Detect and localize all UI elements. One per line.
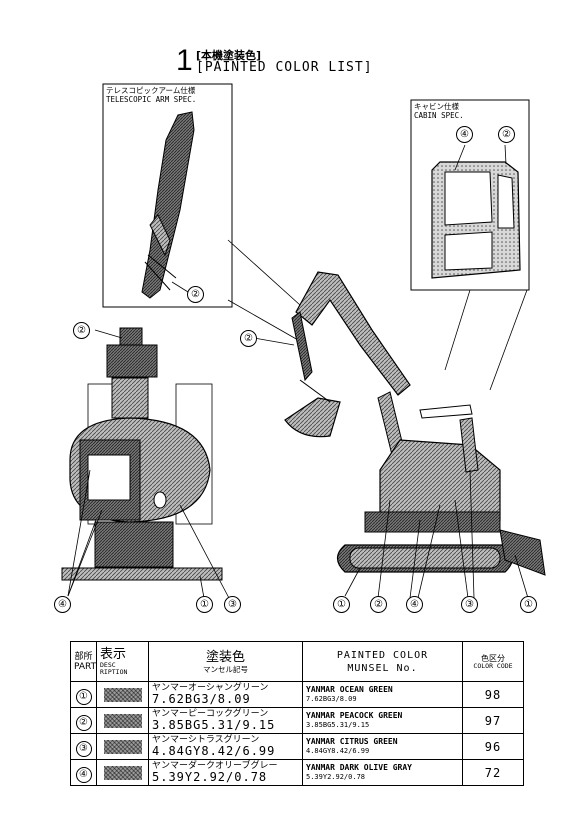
row-jp-cell: ヤンマーダークオリーブグレー 5.39Y2.92/0.78 xyxy=(148,759,303,786)
color-code: 98 xyxy=(462,681,524,708)
color-swatch xyxy=(103,765,142,780)
cabin-illustration xyxy=(431,144,521,279)
front-view-illustration xyxy=(61,327,231,601)
telescopic-arm-illustration xyxy=(141,111,195,299)
table-row: ④ ヤンマーダークオリーブグレー 5.39Y2.92/0.78 YANMAR D… xyxy=(70,759,524,786)
row-en-cell: YANMAR OCEAN GREEN 7.62BG3/8.09 xyxy=(302,681,463,708)
munsell-value: 5.39Y2.92/0.78 xyxy=(152,770,268,784)
row-part-cell: ② xyxy=(70,707,97,734)
title-japanese: [本機塗装色] xyxy=(196,49,262,62)
munsell-value: 4.84GY8.42/6.99 xyxy=(152,744,276,758)
callout-cabin-4: ④ xyxy=(456,126,473,143)
callout-side-3: ③ xyxy=(461,596,478,613)
header-desc-en: DESC RIPTION xyxy=(100,660,128,676)
header-code-en: COLOR CODE xyxy=(473,661,513,670)
row-part-cell: ④ xyxy=(70,759,97,786)
title-english: [PAINTED COLOR LIST] xyxy=(196,60,373,75)
header-part-en: PART xyxy=(74,661,97,672)
callout-front-1: ① xyxy=(196,596,213,613)
callout-front-3: ③ xyxy=(224,596,241,613)
munsell-value-en: 4.84GY8.42/6.99 xyxy=(306,747,370,755)
color-name-en: YANMAR CITRUS GREEN xyxy=(306,737,398,746)
row-part-cell: ③ xyxy=(70,733,97,760)
excavator-drawing xyxy=(61,83,546,601)
munsell-value-en: 7.62BG3/8.09 xyxy=(306,695,357,703)
row-jp-cell: ヤンマーピーコックグリーン 3.85BG5.31/9.15 xyxy=(148,707,303,734)
color-name-jp: ヤンマーオーシャングリーン xyxy=(152,683,269,693)
color-swatch xyxy=(103,739,142,754)
color-name-en: YANMAR PEACOCK GREEN xyxy=(306,711,403,720)
munsell-value-en: 3.85BG5.31/9.15 xyxy=(306,721,370,729)
callout-side-2-top: ② xyxy=(240,330,257,347)
side-view-illustration xyxy=(253,271,546,599)
header-desc-jp: 表示 xyxy=(100,646,127,662)
header-munsell-en: MUNSEL No. xyxy=(347,662,418,674)
color-code: 96 xyxy=(462,733,524,760)
header-part: 部所 PART xyxy=(70,641,97,682)
color-name-en: YANMAR DARK OLIVE GRAY xyxy=(306,763,412,772)
munsell-value-en: 5.39Y2.92/0.78 xyxy=(306,773,366,781)
callout-side-1: ① xyxy=(333,596,350,613)
header-part-jp: 部所 xyxy=(74,651,93,662)
header-code-jp: 色区分 xyxy=(481,653,505,663)
telescopic-label-jp: テレスコピックアーム仕様 xyxy=(106,86,196,95)
painted-color-table: 部所 PART 表示 DESC RIPTION 塗装色 マンセル記号 PAINT… xyxy=(70,641,524,786)
row-en-cell: YANMAR DARK OLIVE GRAY 5.39Y2.92/0.78 xyxy=(302,759,463,786)
row-part-cell: ① xyxy=(70,681,97,708)
callout-telescopic-2: ② xyxy=(187,286,204,303)
table-row: ③ ヤンマーシトラスグリーン 4.84GY8.42/6.99 YANMAR CI… xyxy=(70,733,524,760)
row-swatch-cell xyxy=(96,759,149,786)
row-en-cell: YANMAR PEACOCK GREEN 3.85BG5.31/9.15 xyxy=(302,707,463,734)
callout-side-4: ④ xyxy=(406,596,423,613)
table-row: ① ヤンマーオーシャングリーン 7.62BG3/8.09 YANMAR OCEA… xyxy=(70,681,524,708)
callout-cabin-2: ② xyxy=(498,126,515,143)
color-swatch xyxy=(103,713,142,728)
callout-side-1-right: ① xyxy=(520,596,537,613)
cabin-label-en: CABIN SPEC. xyxy=(414,111,464,120)
color-name-jp: ヤンマーダークオリーブグレー xyxy=(152,761,278,771)
row-swatch-cell xyxy=(96,707,149,734)
table-header-row: 部所 PART 表示 DESC RIPTION 塗装色 マンセル記号 PAINT… xyxy=(70,641,524,682)
header-painted-en-main: PAINTED COLOR xyxy=(336,649,429,661)
part-marker: ④ xyxy=(75,767,92,783)
header-painted-jp: 塗装色 マンセル記号 xyxy=(148,641,303,682)
telescopic-label-en: TELESCOPIC ARM SPEC. xyxy=(106,95,197,104)
color-name-jp: ヤンマーシトラスグリーン xyxy=(152,735,260,745)
row-jp-cell: ヤンマーシトラスグリーン 4.84GY8.42/6.99 xyxy=(148,733,303,760)
color-code: 72 xyxy=(462,759,524,786)
row-en-cell: YANMAR CITRUS GREEN 4.84GY8.42/6.99 xyxy=(302,733,463,760)
cabin-label: キャビン仕様 CABIN SPEC. xyxy=(414,102,464,120)
row-swatch-cell xyxy=(96,681,149,708)
header-painted-en: PAINTED COLOR MUNSEL No. xyxy=(302,641,463,682)
telescopic-label: テレスコピックアーム仕様 TELESCOPIC ARM SPEC. xyxy=(106,86,196,104)
callout-side-2: ② xyxy=(370,596,387,613)
munsell-value: 7.62BG3/8.09 xyxy=(152,692,251,706)
part-marker: ② xyxy=(75,715,92,731)
header-painted-jp-main: 塗装色 xyxy=(205,649,245,665)
table-row: ② ヤンマーピーコックグリーン 3.85BG5.31/9.15 YANMAR P… xyxy=(70,707,524,734)
header-description: 表示 DESC RIPTION xyxy=(96,641,149,682)
color-code: 97 xyxy=(462,707,524,734)
color-name-en: YANMAR OCEAN GREEN xyxy=(306,685,393,694)
cabin-label-jp: キャビン仕様 xyxy=(414,102,459,111)
munsell-value: 3.85BG5.31/9.15 xyxy=(152,718,276,732)
color-name-jp: ヤンマーピーコックグリーン xyxy=(152,709,269,719)
header-color-code: 色区分 COLOR CODE xyxy=(462,641,524,682)
row-jp-cell: ヤンマーオーシャングリーン 7.62BG3/8.09 xyxy=(148,681,303,708)
header-painted-jp-sub: マンセル記号 xyxy=(203,664,248,674)
part-marker: ③ xyxy=(75,741,92,757)
callout-front-2: ② xyxy=(73,322,90,339)
callout-front-4: ④ xyxy=(54,596,71,613)
row-swatch-cell xyxy=(96,733,149,760)
page-number: 1 xyxy=(176,44,193,77)
color-swatch xyxy=(103,687,142,702)
part-marker: ① xyxy=(75,689,92,705)
